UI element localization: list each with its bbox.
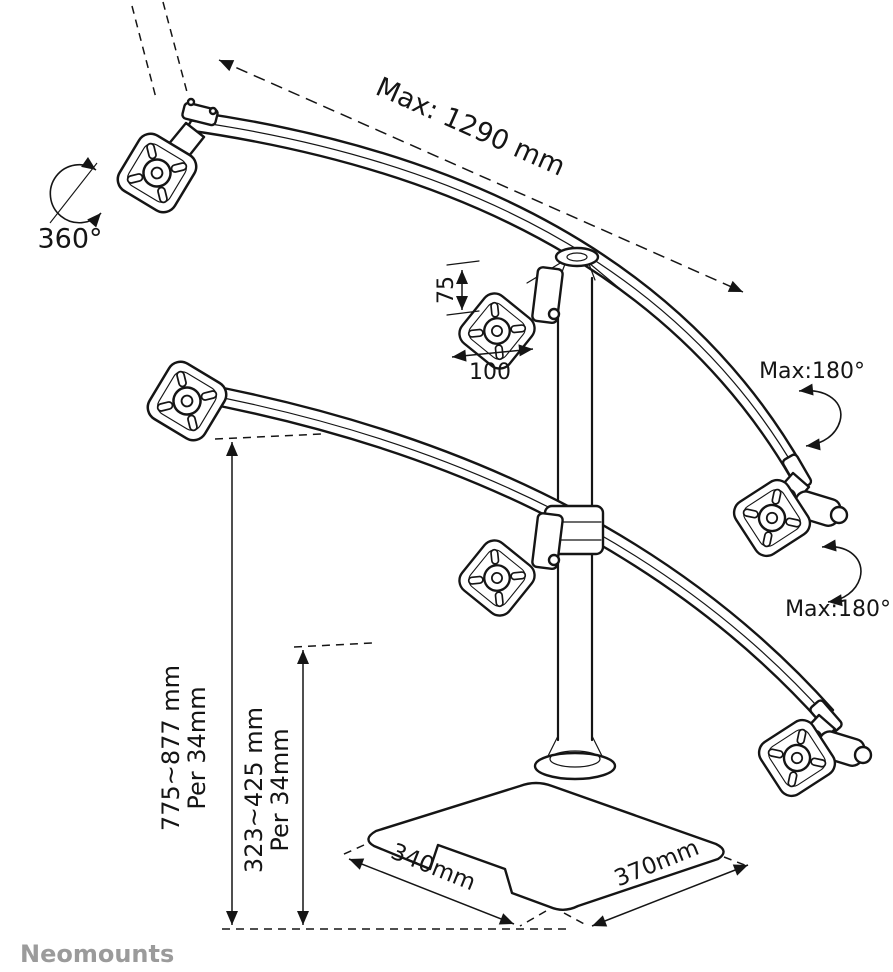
dim-ext-line xyxy=(563,856,751,927)
dim-line-max-width xyxy=(218,59,744,293)
dim-label-vesa-100: 100 xyxy=(469,360,511,385)
vesa-plate-bottom-center xyxy=(448,529,546,627)
brand-logo: Neomounts xyxy=(20,940,174,968)
dimension-annotations xyxy=(131,1,751,930)
vesa-plate-bottom-left xyxy=(130,344,244,458)
label-tilt-top: Max:180° xyxy=(759,359,865,384)
hanger-bolt xyxy=(547,307,561,321)
label-tilt-bottom: Max:180° xyxy=(785,597,891,622)
pole-foot xyxy=(533,751,617,781)
rotation-icons xyxy=(49,157,862,607)
rotation-axis-line xyxy=(49,162,98,224)
dim-ext-line xyxy=(214,433,323,440)
tilt-180-bottom-icon xyxy=(821,539,862,607)
bar-end-fitting xyxy=(181,101,219,127)
dim-line-vesa-100 xyxy=(451,344,534,362)
dim-label-vesa-75: 75 xyxy=(434,276,459,304)
hanger-bolt xyxy=(547,553,561,567)
dim-ext-line xyxy=(341,844,547,927)
dim-line-base-width xyxy=(348,858,515,925)
rotation-360-icon xyxy=(49,157,102,228)
dim-label-height-upper-range: 775~877 mm xyxy=(157,665,185,831)
dim-label-height-lower-range: 323~425 mm xyxy=(240,707,268,873)
dim-ext-line xyxy=(162,1,188,93)
dim-label-height-lower-step: Per 34mm xyxy=(266,728,294,851)
dim-label-height-upper-step: Per 34mm xyxy=(183,686,211,809)
dim-ext-line xyxy=(131,5,157,99)
dim-line-base-depth xyxy=(591,864,749,927)
tilt-180-top-icon xyxy=(798,383,842,451)
dim-ext-line xyxy=(293,642,373,648)
label-swivel-360: 360° xyxy=(37,224,102,255)
pole-top-cap xyxy=(554,246,600,268)
